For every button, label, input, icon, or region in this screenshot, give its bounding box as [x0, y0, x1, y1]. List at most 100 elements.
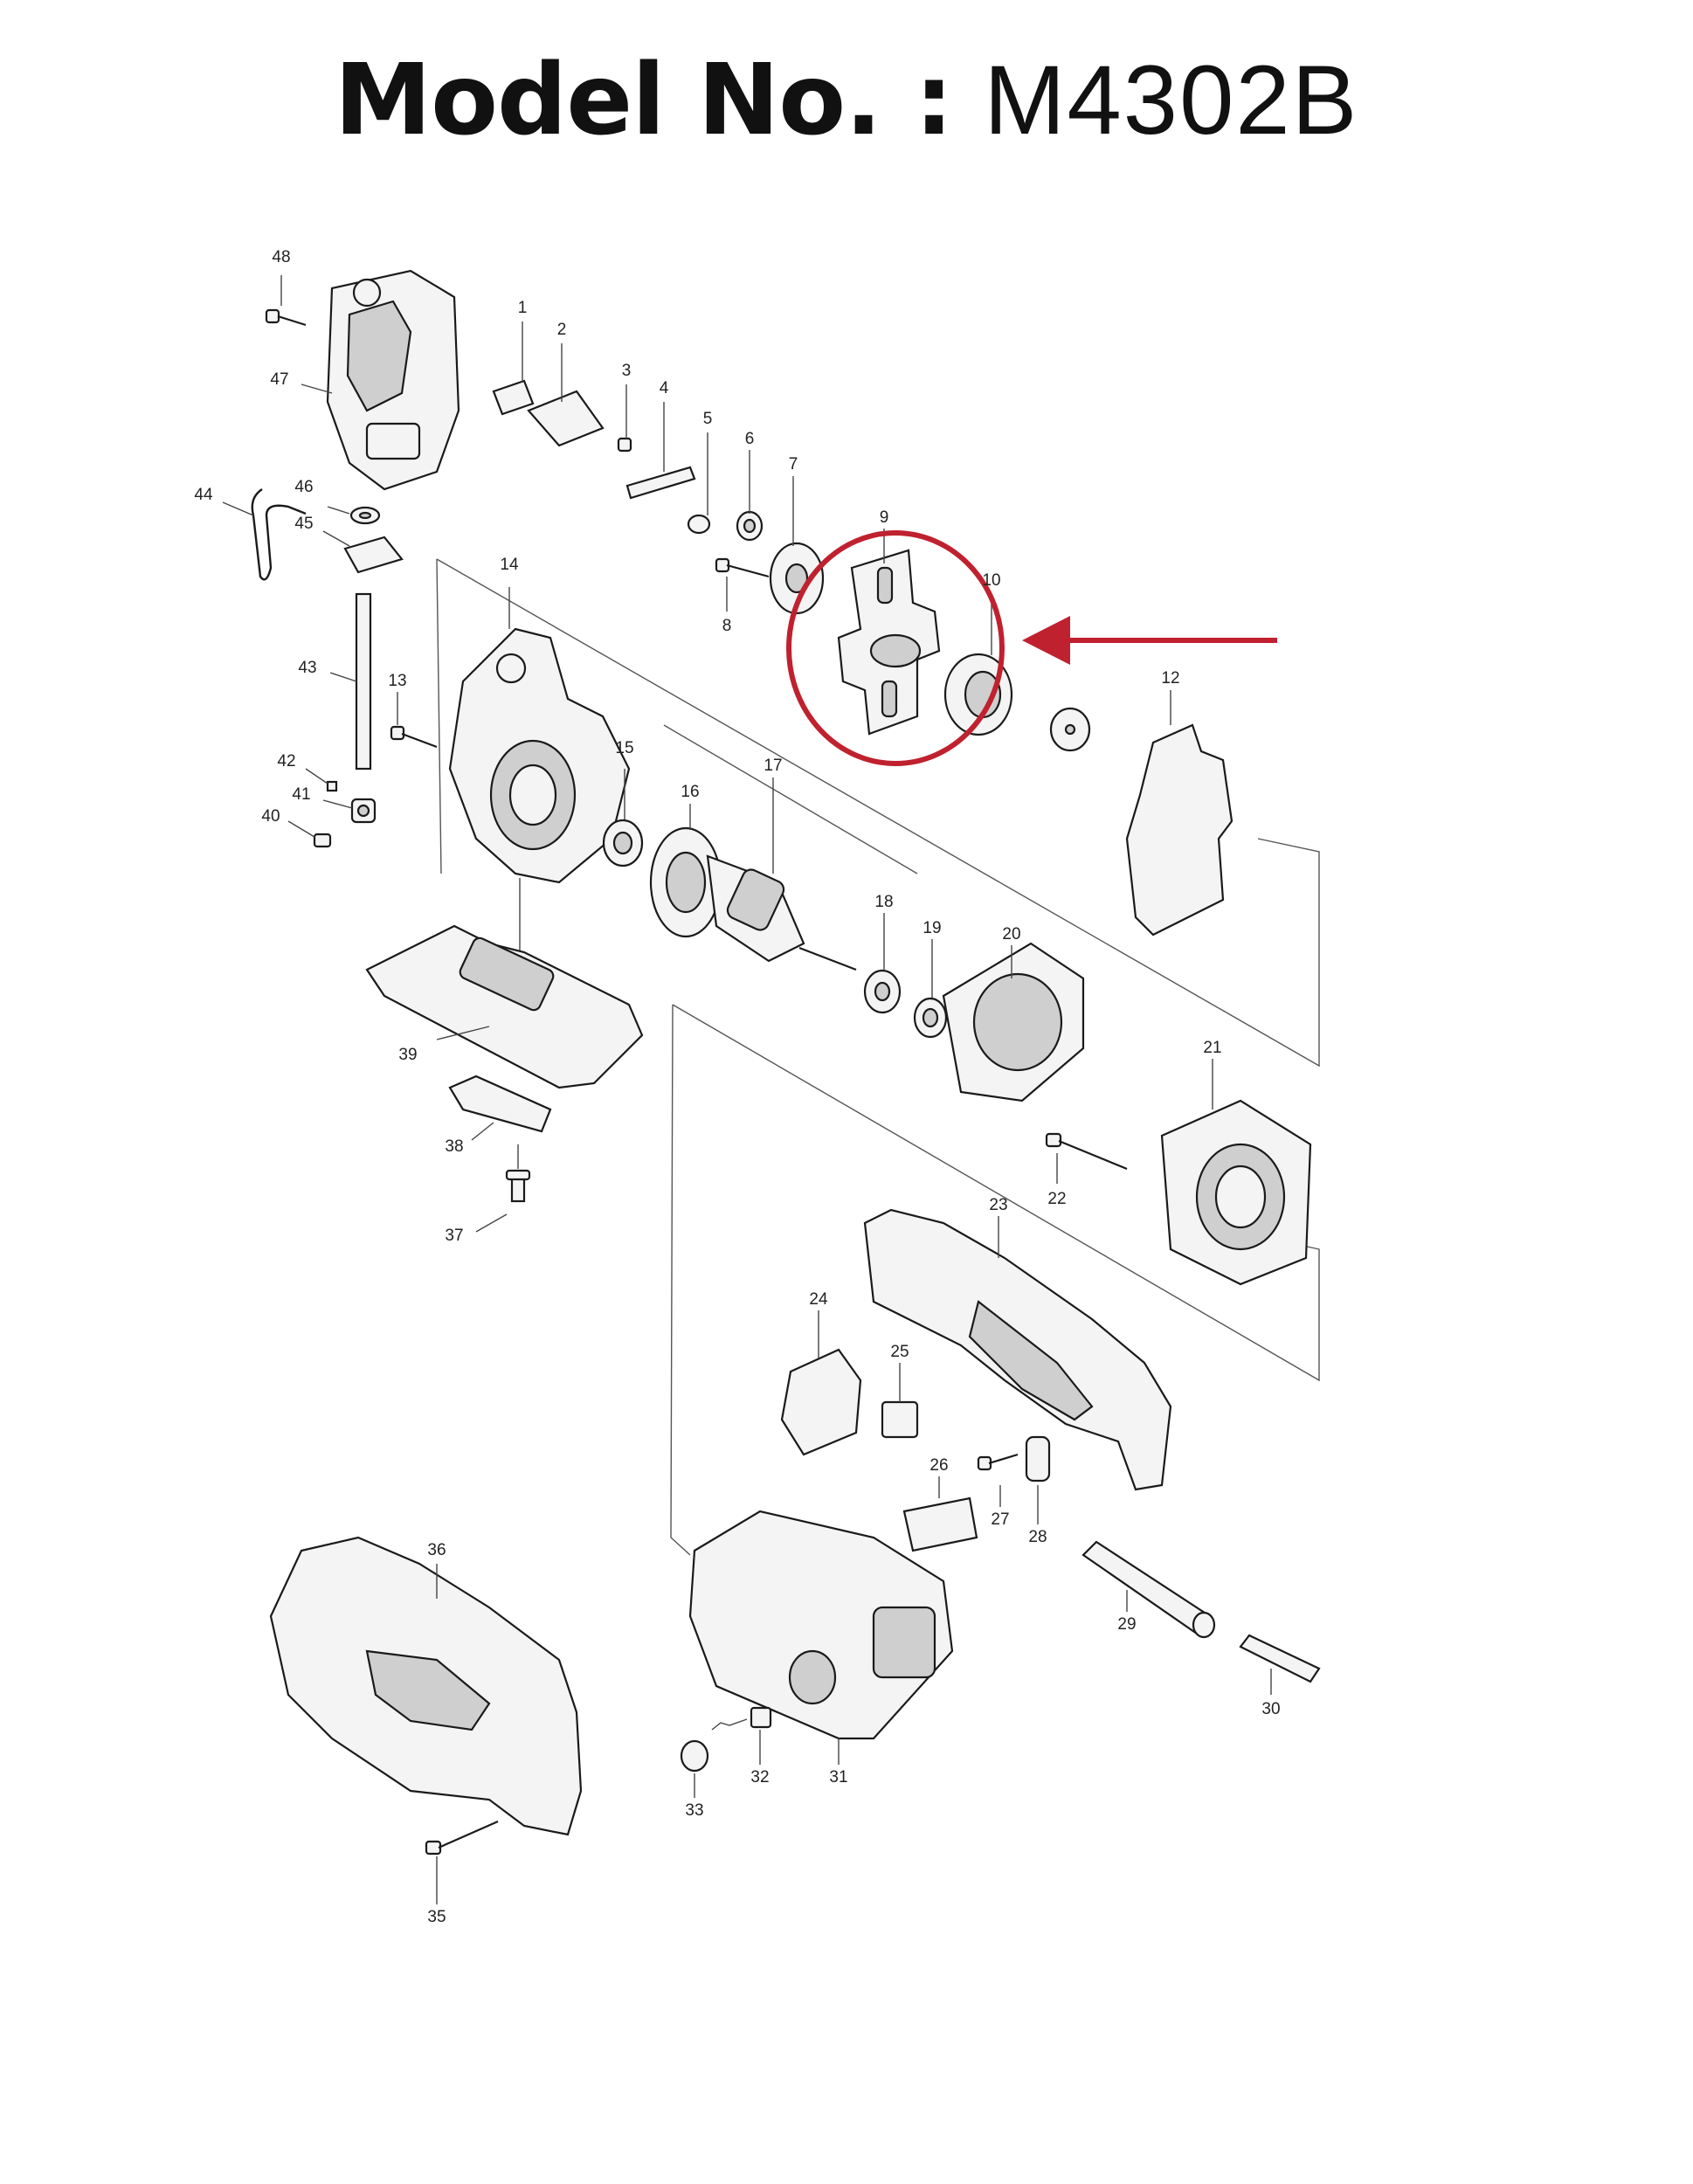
part-35-screw: [425, 1820, 499, 1904]
part-number-23: 23: [989, 1196, 1007, 1214]
part-22-screw: [1045, 1132, 1128, 1184]
part-40-screw: [287, 820, 332, 848]
part-number-17: 17: [764, 757, 782, 775]
part-number-42: 42: [277, 752, 295, 771]
part-44-wire-hook: [222, 488, 307, 581]
part-number-38: 38: [445, 1137, 463, 1156]
part-number-4: 4: [660, 379, 669, 397]
part-number-25: 25: [890, 1343, 909, 1361]
part-number-1: 1: [518, 299, 528, 317]
part-18-bearing: [863, 913, 902, 1014]
part-number-26: 26: [929, 1456, 948, 1475]
part-number-9: 9: [880, 508, 889, 527]
part-number-30: 30: [1261, 1700, 1280, 1718]
part-number-27: 27: [991, 1510, 1009, 1529]
highlight-annotation: [786, 530, 1277, 766]
part-number-48: 48: [272, 248, 290, 266]
page-title: Model No. : M4302B: [0, 35, 1693, 166]
part-number-16: 16: [681, 783, 699, 801]
part-48-screw: [265, 275, 307, 327]
part-5-washer: [687, 432, 711, 535]
part-number-43: 43: [298, 659, 316, 677]
part-24-switch: [780, 1310, 862, 1456]
part-38-clamp: [448, 1075, 552, 1141]
part-47-gear-housing: [301, 269, 460, 491]
part-number-20: 20: [1002, 925, 1020, 943]
part-33-brush-cap: [680, 1739, 709, 1798]
part-number-19: 19: [923, 919, 941, 937]
part-number-22: 22: [1047, 1190, 1066, 1208]
part-number-labels: 1 2 3 4 5 6 7 8 9 10 12 13 14 15 16 17 1…: [194, 248, 1280, 1926]
part-37-bolt: [475, 1144, 531, 1233]
part-number-35: 35: [427, 1908, 446, 1926]
title-label: Model No. :: [334, 44, 954, 157]
part-number-8: 8: [722, 617, 732, 635]
part-6-bushing: [736, 450, 764, 542]
part-12-nameplate: [1125, 690, 1233, 936]
part-42-pin: [305, 768, 338, 792]
part-number-33: 33: [685, 1801, 703, 1820]
part-number-3: 3: [622, 362, 632, 380]
part-46-washer: [327, 506, 381, 525]
part-30-cord: [1239, 1634, 1321, 1695]
part-number-2: 2: [557, 321, 567, 339]
part-4-strip: [625, 402, 696, 500]
part-number-7: 7: [789, 455, 798, 473]
part-number-46: 46: [294, 478, 313, 496]
part-number-13: 13: [388, 672, 406, 690]
part-29-cord-guard: [1081, 1540, 1216, 1639]
part-20-baffle: [942, 942, 1085, 1102]
part-17-armature: [706, 778, 857, 971]
part-number-39: 39: [398, 1046, 417, 1064]
part-number-37: 37: [445, 1227, 463, 1245]
part-23-handle-half: [863, 1208, 1172, 1491]
part-27-screw: [977, 1453, 1019, 1507]
model-number: M4302B: [984, 45, 1359, 155]
part-number-31: 31: [829, 1768, 847, 1787]
part-8-screw: [715, 557, 770, 612]
part-number-12: 12: [1161, 669, 1179, 688]
part-number-21: 21: [1203, 1039, 1221, 1057]
part-number-47: 47: [270, 370, 288, 389]
part-number-45: 45: [294, 515, 313, 533]
part-number-28: 28: [1028, 1528, 1047, 1546]
part-number-24: 24: [809, 1290, 828, 1309]
part-28-clip: [1025, 1435, 1051, 1524]
part-39-base: [365, 924, 644, 1089]
part-2-holder: [527, 343, 605, 447]
highlight-circle: [786, 530, 1005, 766]
part-9-bracket: [837, 529, 941, 736]
part-number-18: 18: [874, 893, 893, 911]
part-number-41: 41: [292, 785, 310, 804]
part-7-bearing-box: [769, 476, 825, 615]
part-number-29: 29: [1117, 1615, 1136, 1634]
part-36-handle-cover: [269, 1536, 583, 1836]
part-number-10: 10: [982, 571, 1000, 590]
part-41-holder: [322, 798, 377, 824]
part-number-6: 6: [745, 430, 755, 448]
part-43-shaft: [329, 592, 372, 771]
washer-near-part-10: [1049, 707, 1091, 752]
part-19-bearing: [913, 939, 948, 1039]
part-14-motor-housing: [448, 587, 631, 987]
part-1-cap: [492, 321, 535, 416]
part-45-plate: [322, 530, 404, 574]
part-15-bearing: [602, 769, 644, 867]
part-31-rear-cover: [688, 1510, 954, 1765]
part-number-32: 32: [750, 1768, 769, 1787]
part-16-fan: [649, 804, 722, 938]
part-3-screw: [617, 384, 632, 453]
part-number-14: 14: [500, 556, 519, 574]
part-number-40: 40: [261, 807, 280, 826]
highlight-arrow-head: [1022, 616, 1070, 665]
part-10-ring: [943, 594, 1013, 736]
part-25-capacitor: [881, 1363, 919, 1439]
part-32-carbon-brush: [711, 1706, 772, 1765]
part-number-5: 5: [703, 410, 713, 428]
part-13-screw: [390, 692, 438, 749]
part-26-label: [902, 1476, 978, 1552]
part-21-field: [1160, 1059, 1312, 1286]
part-number-44: 44: [194, 486, 213, 504]
part-number-15: 15: [615, 739, 633, 757]
